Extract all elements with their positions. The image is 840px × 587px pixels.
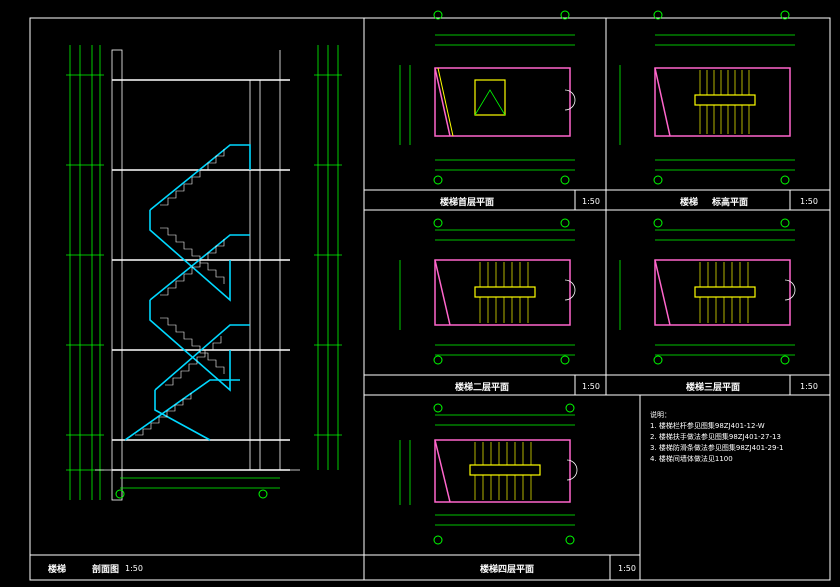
sheet-frame (29, 17, 831, 581)
plan-2f-scale: 1:50 (582, 382, 600, 391)
plan-standard (619, 10, 795, 185)
plan-4f (399, 403, 578, 545)
plan-standard-scale: 1:50 (800, 197, 818, 206)
section-title-view: 剖面图 (92, 565, 120, 575)
note-item: 3. 楼梯防滑条做法参见图集98ZJ401-29-1 (650, 444, 784, 452)
plan-3f-scale: 1:50 (800, 382, 818, 391)
plan-standard-title: 楼梯 (680, 198, 699, 208)
note-item: 2. 楼梯扶手做法参见图集98ZJ401-27-13 (650, 433, 781, 441)
plan-ground-title: 楼梯首层平面 (440, 198, 495, 208)
plan-3f-title: 楼梯三层平面 (686, 383, 741, 393)
notes-block: 说明： 1. 楼梯栏杆参见图集98ZJ401-12-W 2. 楼梯扶手做法参见图… (650, 410, 783, 465)
note-item: 4. 楼梯间墙体做法见1100 (650, 455, 733, 463)
section-title-name: 楼梯 (48, 565, 67, 575)
plan-ground (399, 10, 576, 185)
note-item: 1. 楼梯栏杆参见图集98ZJ401-12-W (650, 422, 765, 430)
section-view (66, 45, 342, 501)
plan-2f-title: 楼梯二层平面 (455, 383, 510, 393)
plan-standard-view: 标高平面 (712, 198, 749, 208)
notes-heading: 说明： (650, 411, 671, 419)
plan-4f-scale: 1:50 (618, 564, 636, 573)
section-scale: 1:50 (125, 564, 143, 573)
plan-3f (619, 218, 796, 365)
plan-4f-title: 楼梯四层平面 (480, 565, 535, 575)
plan-ground-scale: 1:50 (582, 197, 600, 206)
plan-2f (399, 218, 576, 365)
